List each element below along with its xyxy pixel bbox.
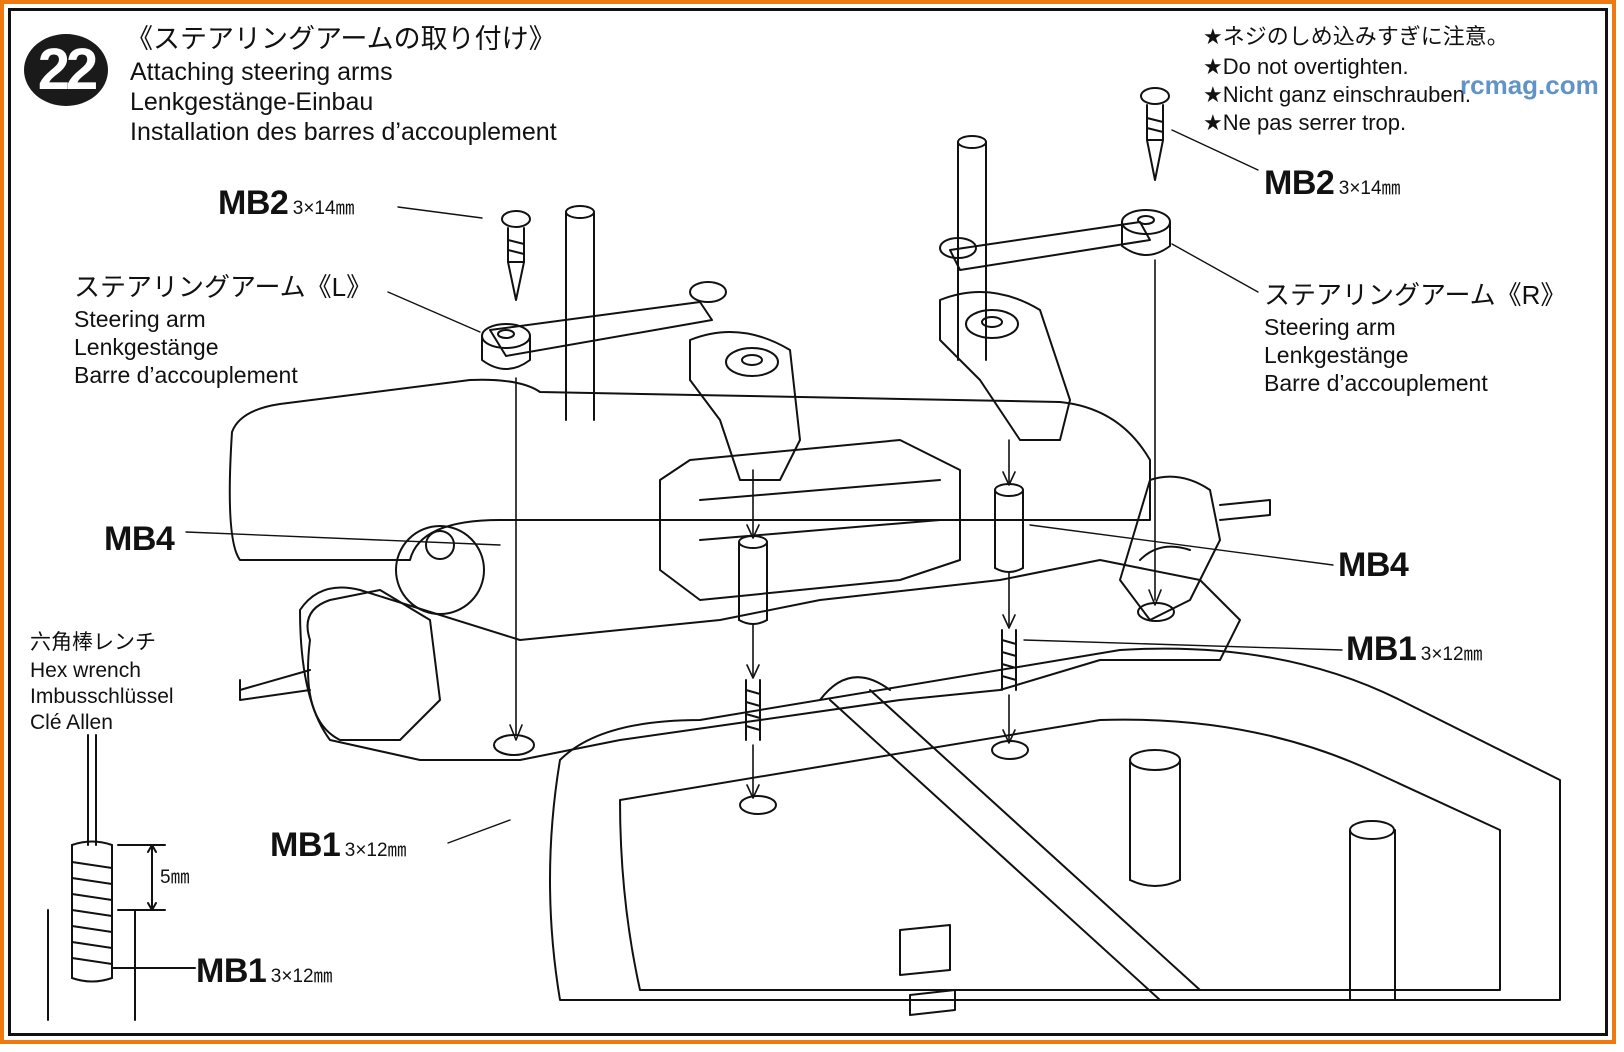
steering-arm-left-ja: ステアリングアーム《L》 [74,272,373,302]
left-bellcrank [689,331,801,481]
warning-german: ★Nicht ganz einschrauben. [1203,82,1471,107]
title-japanese: 《ステアリングアームの取り付け》 [126,24,556,54]
post-right [957,141,987,361]
setscrew-mb1-right [1001,629,1017,691]
left-knuckle [306,589,441,741]
centre-shaft [829,689,1201,1001]
steering-arm-right-en: Steering arm [1264,314,1396,340]
leader-mb4-left [185,531,501,546]
hex-wrench-fr: Clé Allen [30,711,113,734]
inner-frame [8,8,1608,1036]
callout-code: MB1 [1346,630,1417,668]
chassis-lower [299,559,1241,761]
callout-size: 3×12㎜ [344,840,407,861]
callout-size: 3×14㎜ [1338,178,1401,199]
title-english: Attaching steering arms [130,58,393,86]
leader-mb2-right [1171,129,1259,171]
steering-arm-left-de: Lenkgestänge [74,334,219,360]
leader-arm-left [387,291,481,333]
detail-dimension: 5㎜ [160,867,190,888]
hex-wrench-ja: 六角棒レンチ [30,631,156,654]
screw-mb2-left [501,210,531,301]
callout-code: MB1 [270,826,341,864]
callout-mb2-right: MB2 3×14㎜ [1264,166,1401,200]
callout-mb1-detail: MB1 3×12㎜ [196,954,333,988]
steering-arm-right-de: Lenkgestänge [1264,342,1409,368]
steering-arm-left-fr: Barre d’accouplement [74,362,298,388]
spacer-mb4-left [738,535,768,625]
title-german: Lenkgestänge-Einbau [130,88,374,116]
callout-code: MB2 [218,184,289,222]
callout-mb4-right: MB4 [1338,546,1409,584]
warning-english: ★Do not overtighten. [1203,54,1409,79]
steering-arm-left-link [489,301,713,357]
leader-mb1-right [1023,639,1343,651]
callout-mb4-left: MB4 [104,520,175,558]
warning-french: ★Ne pas serrer trop. [1203,110,1407,135]
steering-arm-left-en: Steering arm [74,306,206,332]
chassis-tub [549,647,1561,1001]
callout-mb1-bottom: MB1 3×12㎜ [270,828,407,862]
callout-code: MB1 [196,952,267,990]
leader-mb1-bottom [447,819,511,844]
spacer-mb4-right [994,483,1024,573]
watermark: rcmag.com [1460,70,1599,100]
callout-size: 3×14㎜ [292,198,355,219]
leader-mb4-right [1029,524,1334,566]
callout-size: 3×12㎜ [1420,644,1483,665]
step-number-badge: 22 [24,34,108,106]
callout-size: 3×12㎜ [270,966,333,987]
tub-inner [619,718,1501,991]
steering-arm-right-ja: ステアリングアーム《R》 [1264,280,1567,310]
screw-mb2-right [1140,87,1170,181]
right-knuckle [1119,475,1221,621]
callout-mb1-right: MB1 3×12㎜ [1346,632,1483,666]
steering-arm-right-fr: Barre d’accouplement [1264,370,1488,396]
callout-mb2-left: MB2 3×14㎜ [218,186,355,220]
warning-japanese: ★ネジのしめ込みすぎに注意。 [1203,24,1509,49]
hex-wrench-de: Imbusschlüssel [30,685,174,708]
right-bellcrank [939,291,1071,441]
chassis-body [228,378,1151,561]
title-french: Installation des barres d’accouplement [130,118,557,146]
leader-arm-right [1171,243,1259,293]
leader-mb2-left [397,206,483,219]
post-left [565,211,595,421]
steering-arm-right-link [949,221,1151,271]
callout-code: MB2 [1264,164,1335,202]
setscrew-mb1-left [745,679,761,741]
centre-bulkhead [659,439,961,601]
hex-wrench-detail [47,734,196,1021]
hex-wrench-en: Hex wrench [30,659,141,682]
